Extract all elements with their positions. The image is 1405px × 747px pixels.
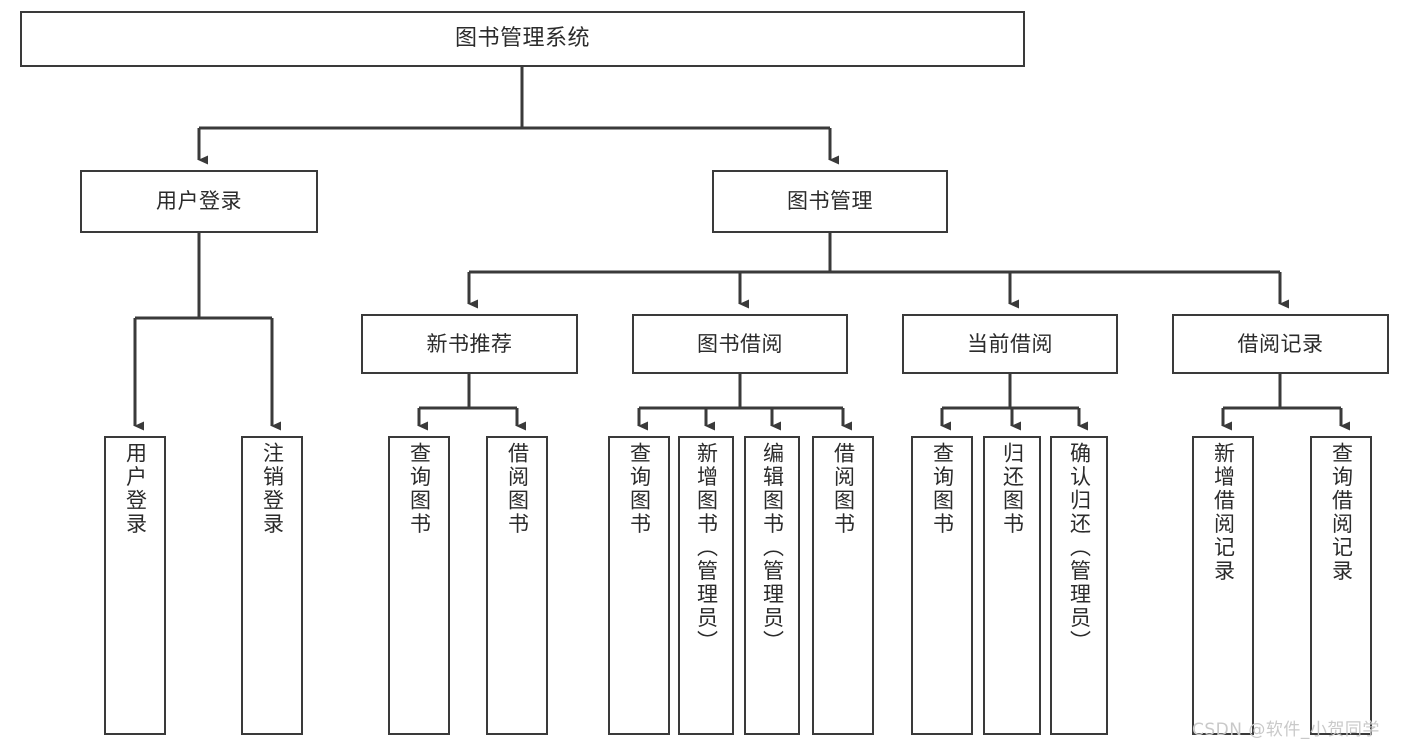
node-root-label: 图书管理系统 [454, 26, 590, 52]
node-leaf-user-login-label: 用户登录 [123, 442, 148, 536]
node-leaf-add-book[interactable]: 新增图书（管理员） [678, 436, 734, 735]
node-leaf-user-logout[interactable]: 注销登录 [241, 436, 303, 735]
node-leaf-confirm-return-label: 确认归还（管理员） [1067, 442, 1092, 654]
node-root[interactable]: 图书管理系统 [20, 11, 1025, 67]
node-leaf-user-login[interactable]: 用户登录 [104, 436, 166, 735]
node-book-manage-label: 图书管理 [787, 189, 873, 214]
node-new-book-recommend-label: 新书推荐 [426, 331, 513, 356]
node-leaf-user-logout-label: 注销登录 [260, 442, 285, 536]
node-user-login[interactable]: 用户登录 [80, 170, 318, 233]
node-leaf-query-book-2-label: 查询图书 [627, 442, 652, 536]
node-leaf-borrow-book-1-label: 借阅图书 [505, 442, 530, 536]
node-leaf-query-book-1[interactable]: 查询图书 [388, 436, 450, 735]
node-user-login-label: 用户登录 [156, 189, 242, 214]
node-borrow-record[interactable]: 借阅记录 [1172, 314, 1389, 374]
node-leaf-query-record-label: 查询借阅记录 [1329, 442, 1354, 583]
node-leaf-add-record-label: 新增借阅记录 [1211, 442, 1236, 583]
node-leaf-return-book[interactable]: 归还图书 [983, 436, 1041, 735]
node-book-borrow-label: 图书借阅 [697, 331, 783, 356]
node-leaf-add-record[interactable]: 新增借阅记录 [1192, 436, 1254, 735]
node-leaf-query-book-1-label: 查询图书 [407, 442, 432, 536]
node-leaf-query-book-2[interactable]: 查询图书 [608, 436, 670, 735]
node-leaf-edit-book[interactable]: 编辑图书（管理员） [744, 436, 800, 735]
node-book-manage[interactable]: 图书管理 [712, 170, 948, 233]
node-leaf-query-record[interactable]: 查询借阅记录 [1310, 436, 1372, 735]
node-borrow-record-label: 借阅记录 [1237, 331, 1324, 356]
node-current-borrow[interactable]: 当前借阅 [902, 314, 1118, 374]
node-leaf-edit-book-label: 编辑图书（管理员） [760, 442, 785, 654]
node-leaf-borrow-book-2[interactable]: 借阅图书 [812, 436, 874, 735]
node-leaf-query-book-3[interactable]: 查询图书 [911, 436, 973, 735]
node-current-borrow-label: 当前借阅 [967, 331, 1053, 356]
node-leaf-return-book-label: 归还图书 [1000, 442, 1025, 536]
node-book-borrow[interactable]: 图书借阅 [632, 314, 848, 374]
node-leaf-confirm-return[interactable]: 确认归还（管理员） [1050, 436, 1108, 735]
node-leaf-add-book-label: 新增图书（管理员） [694, 442, 719, 654]
node-new-book-recommend[interactable]: 新书推荐 [361, 314, 578, 374]
node-leaf-query-book-3-label: 查询图书 [930, 442, 955, 536]
node-leaf-borrow-book-2-label: 借阅图书 [831, 442, 856, 536]
watermark-text: CSDN @软件_小贺同学 [1192, 720, 1380, 740]
node-leaf-borrow-book-1[interactable]: 借阅图书 [486, 436, 548, 735]
